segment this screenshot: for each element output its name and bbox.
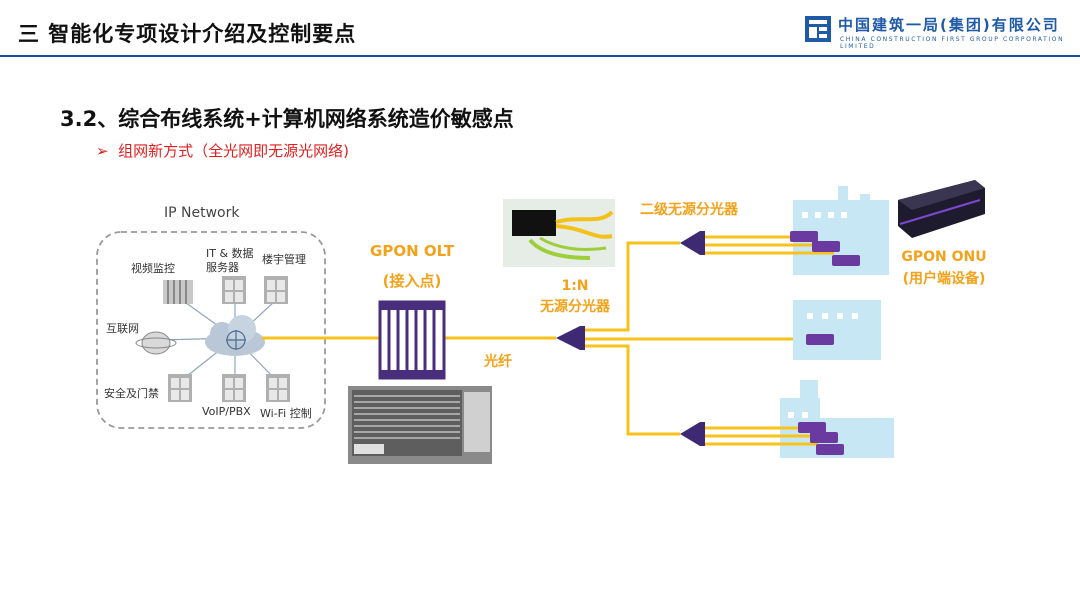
voip-label: VoIP/PBX — [202, 405, 251, 418]
company-logo-icon — [805, 16, 831, 42]
building-middle-icon — [793, 300, 881, 360]
building-mgmt-label: 楼宇管理 — [262, 253, 306, 266]
internet-label: 互联网 — [106, 322, 139, 335]
bullet-arrow-icon: ➢ — [96, 142, 109, 160]
it-data-label-line2: 服务器 — [206, 261, 239, 274]
voip-server-icon — [222, 374, 246, 402]
fiber-branches — [585, 241, 800, 436]
buildings — [780, 186, 894, 458]
ip-network-label: IP Network — [164, 205, 240, 221]
company-name-en: CHINA CONSTRUCTION FIRST GROUP CORPORATI… — [840, 36, 1065, 50]
section-title: 3.2、综合布线系统+计算机网络系统造价敏感点 — [60, 107, 514, 131]
secondary-splitter-top-icon — [680, 231, 705, 255]
bullet-text: 组网新方式（全光网即无源光网络) — [118, 142, 349, 160]
internet-globe-icon — [135, 331, 177, 355]
header: 三 智能化专项设计介绍及控制要点 中国建筑一局(集团)有限公司 CHINA CO… — [0, 0, 1080, 60]
splitter-label: 无源分光器 — [540, 299, 610, 315]
ip-network-box — [96, 231, 326, 429]
onu-sublabel: (用户端设备) — [902, 271, 986, 287]
secondary-splitter-bottom-icon — [680, 422, 705, 446]
slide-header-title: 三 智能化专项设计介绍及控制要点 — [18, 22, 357, 46]
olt-hardware-photo — [348, 386, 492, 464]
network-cloud-icon — [205, 315, 265, 356]
secondary-splitter-label: 二级无源分光器 — [640, 202, 738, 218]
olt-device-icon — [378, 300, 446, 380]
onu-label: GPON ONU — [901, 249, 987, 265]
onu-modules — [790, 231, 860, 455]
security-label: 安全及门禁 — [104, 387, 159, 400]
splitter-photo — [503, 199, 615, 267]
building-mgmt-server-icon — [264, 276, 288, 304]
splitter-ratio-label: 1:N — [561, 278, 589, 294]
security-server-icon — [168, 374, 192, 402]
main-splitter-icon — [556, 326, 585, 350]
video-surveillance-label: 视频监控 — [131, 262, 175, 275]
header-divider — [0, 55, 1080, 57]
olt-label: GPON OLT — [370, 242, 454, 260]
bullet-item: ➢ 组网新方式（全光网即无源光网络) — [96, 140, 349, 161]
video-surveillance-icon — [163, 280, 193, 304]
wifi-server-icon — [266, 374, 290, 402]
olt-sublabel: (接入点) — [382, 272, 442, 290]
it-server-icon — [222, 276, 246, 304]
wifi-label: Wi-Fi 控制 — [260, 407, 312, 420]
company-name-cn: 中国建筑一局(集团)有限公司 — [838, 16, 1060, 34]
fiber-label: 光纤 — [484, 354, 512, 370]
onu-device-icon — [898, 180, 985, 238]
it-data-label-line1: IT & 数据 — [206, 247, 254, 260]
